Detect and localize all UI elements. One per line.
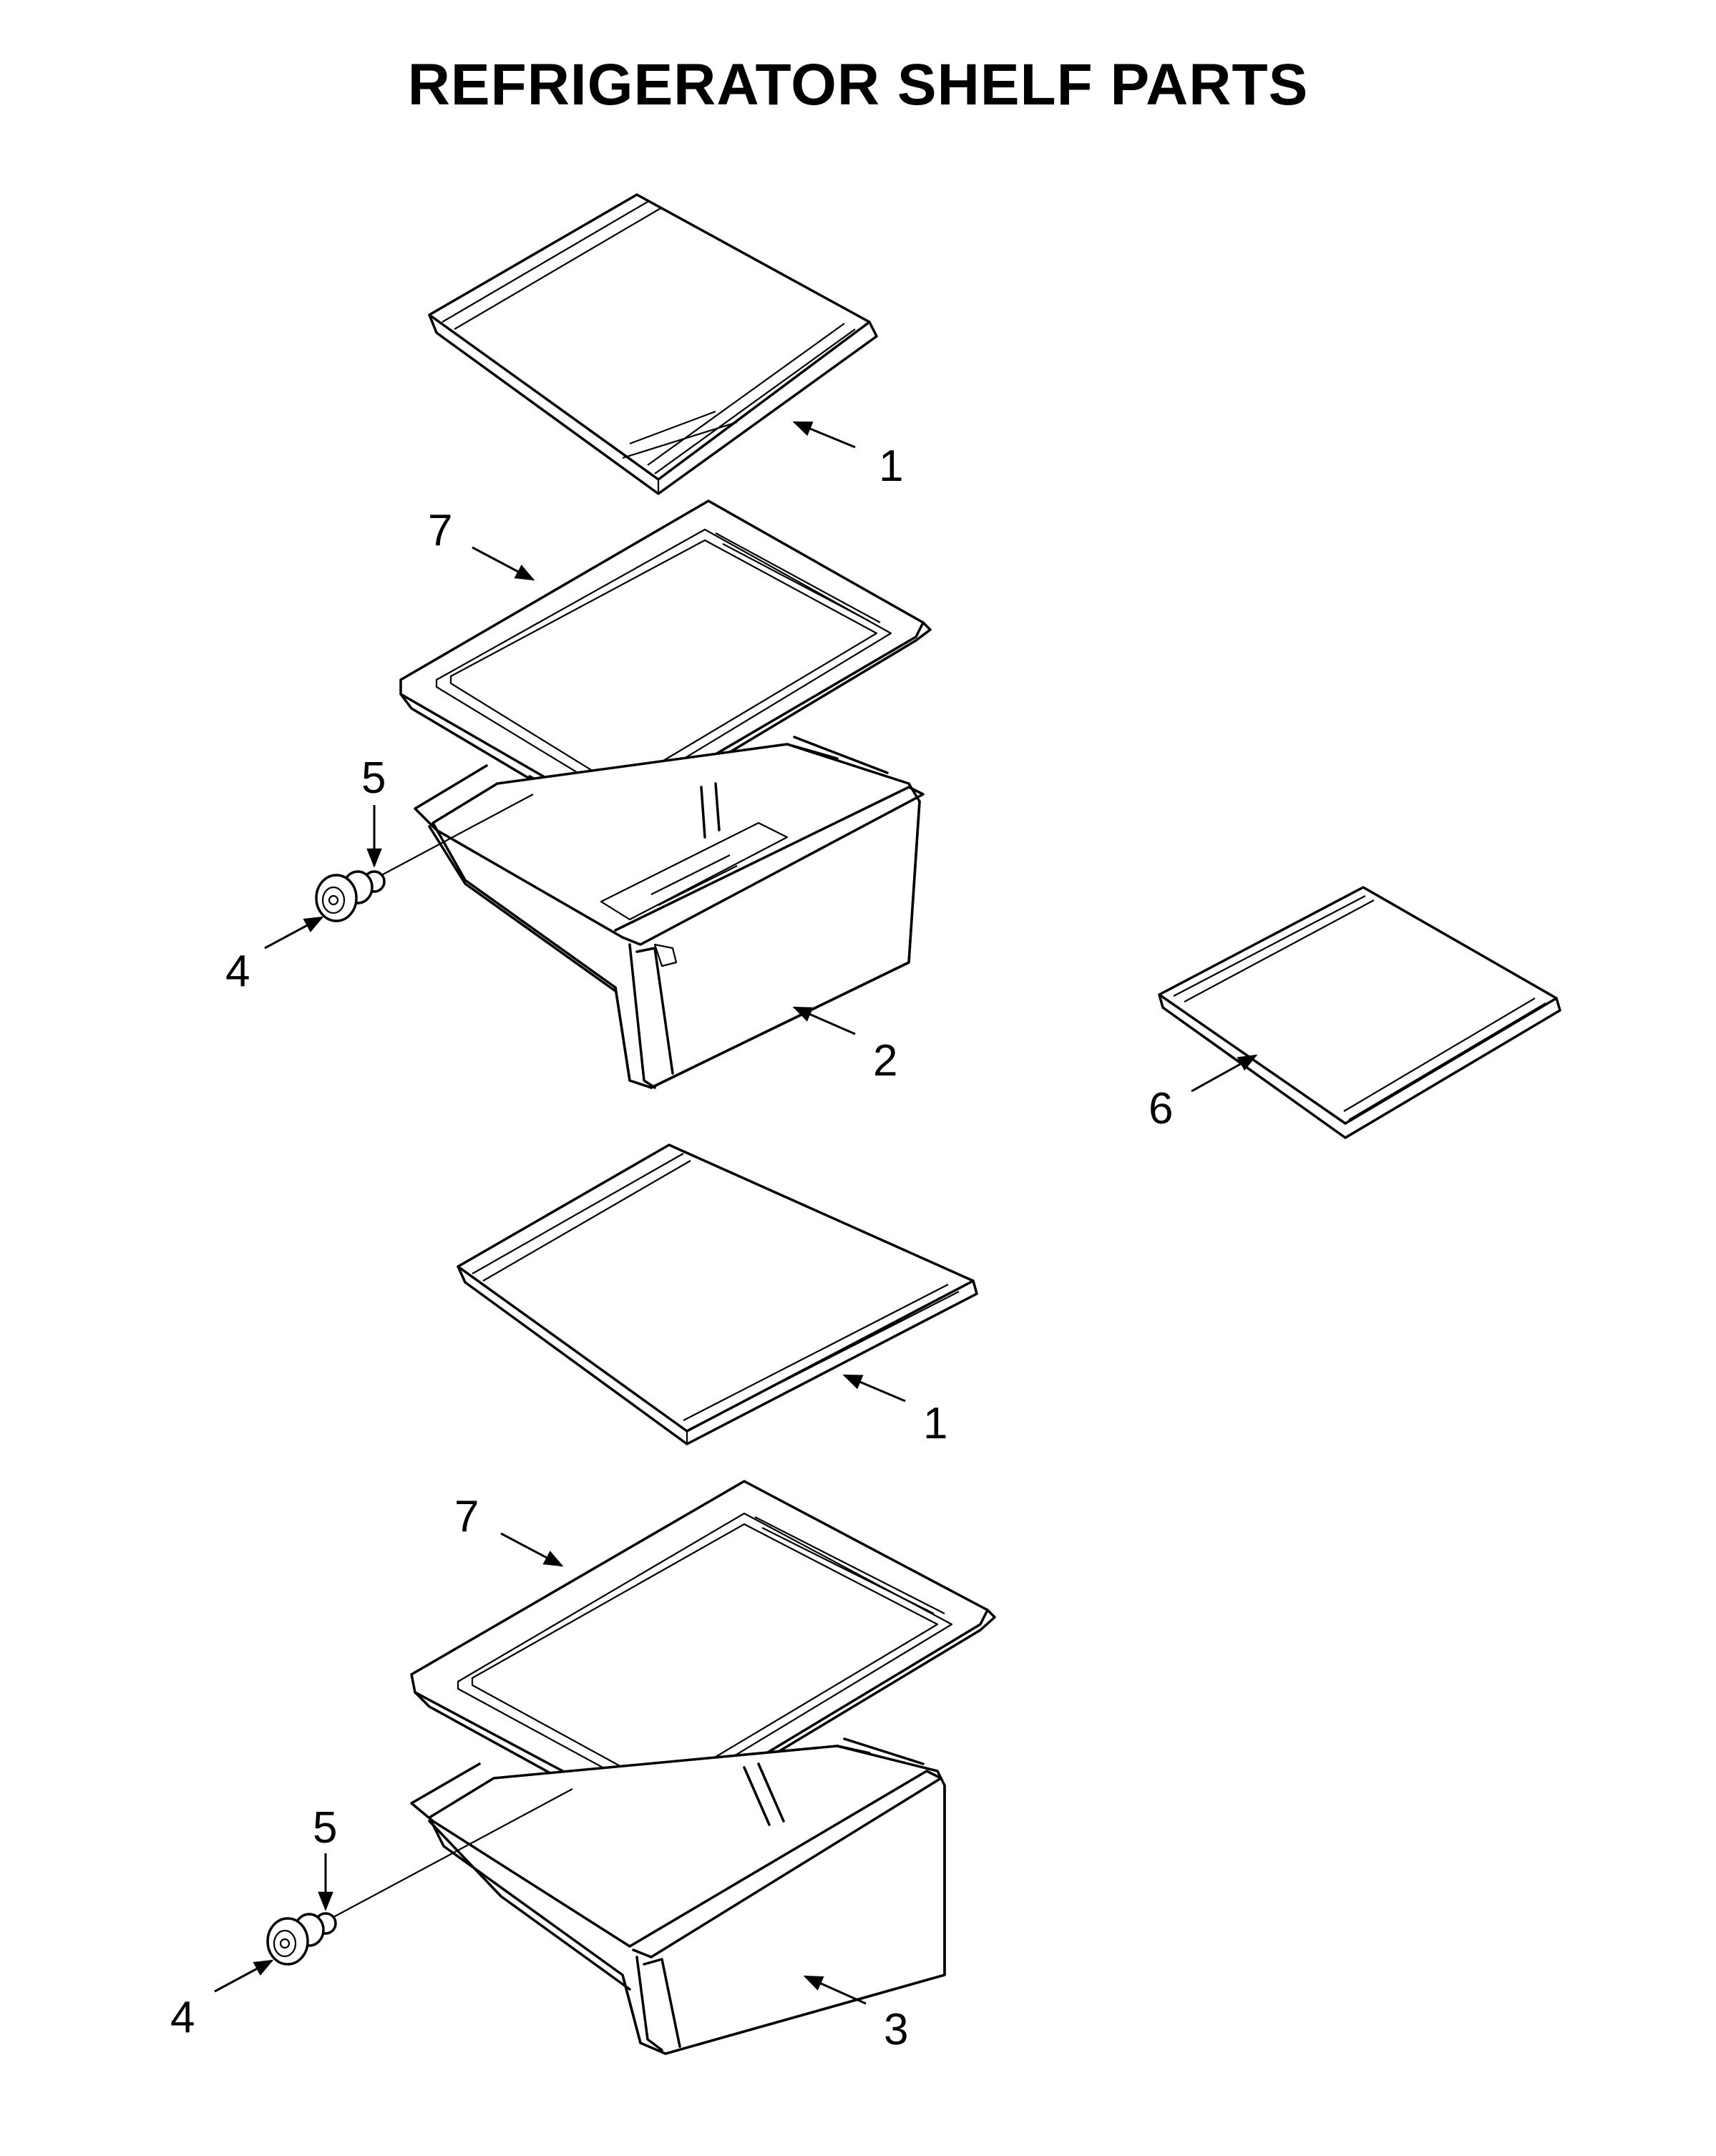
callout-label: 1 [879, 442, 903, 491]
roller-assembly-upper [315, 870, 386, 922]
arrow-1-top [792, 421, 856, 449]
leader-line-lower [325, 1788, 573, 1922]
leader-line-upper [371, 794, 534, 881]
callout-label: 7 [454, 1492, 479, 1541]
arrow-6 [1191, 1054, 1258, 1093]
arrow-7-lower [500, 1532, 564, 1567]
callout-label: 6 [1149, 1084, 1173, 1133]
arrow-2 [792, 1006, 856, 1035]
callout-label: 5 [313, 1803, 337, 1853]
arrow-7-top [472, 546, 535, 581]
callout-label: 1 [923, 1399, 947, 1448]
page-title: REFRIGERATOR SHELF PARTS [407, 52, 1309, 117]
callout-label: 4 [170, 1993, 195, 2042]
crisper-drawer-lower [410, 1737, 946, 2055]
callout-label: 2 [873, 1036, 897, 1086]
callout-label: 5 [361, 753, 386, 803]
glass-shelf-top [428, 193, 878, 495]
arrow-3 [803, 1975, 867, 2005]
callout-label: 3 [884, 2005, 908, 2054]
arrow-4-top [264, 916, 324, 950]
arrow-1-middle [842, 1374, 906, 1403]
arrow-4-lower [214, 1959, 274, 1993]
callout-label: 4 [225, 947, 250, 996]
crisper-drawer-upper [414, 736, 925, 1089]
callout-label: 7 [428, 506, 452, 555]
glass-shelf-middle [457, 1143, 978, 1445]
glass-shelf-small [1158, 886, 1561, 1139]
roller-assembly-lower [266, 1912, 337, 1966]
